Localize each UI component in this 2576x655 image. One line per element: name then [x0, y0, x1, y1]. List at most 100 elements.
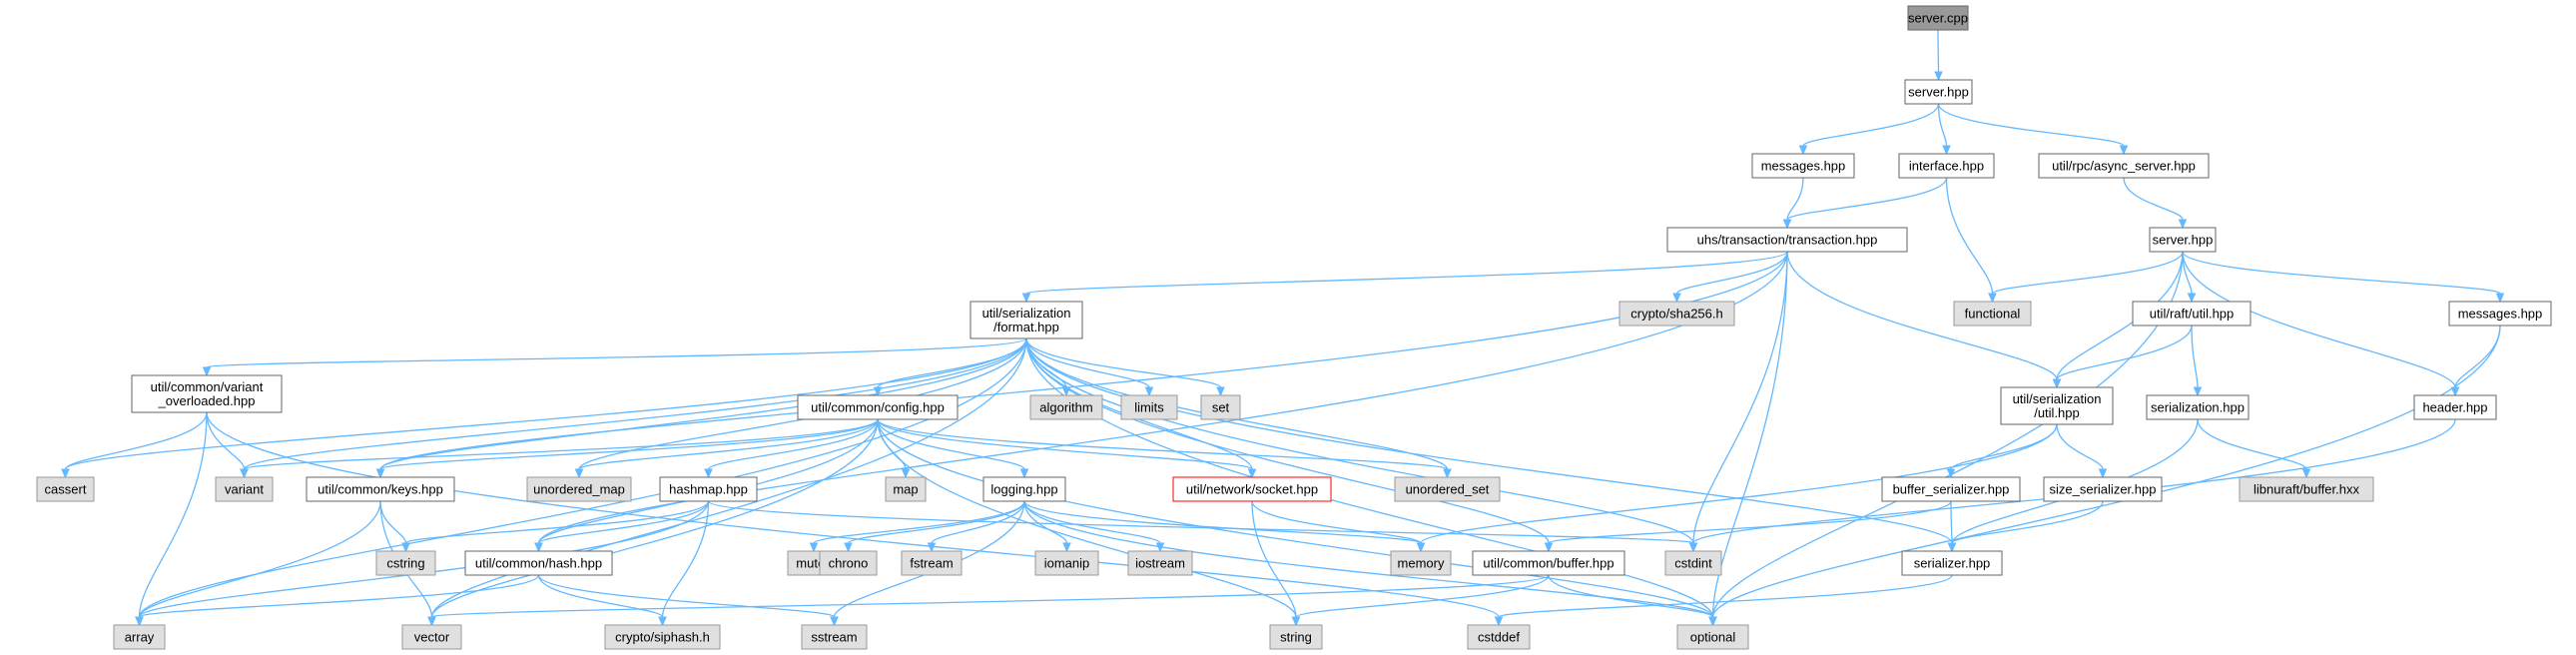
node-raft-messages[interactable]: messages.hpp: [2448, 301, 2552, 327]
arrowhead-server_hpp-to-async_server: [2119, 145, 2129, 156]
node-buffer-serializer[interactable]: buffer_serializer.hpp: [1881, 476, 2021, 502]
node-interface-hpp[interactable]: interface.hpp: [1898, 153, 1995, 179]
node-header[interactable]: header.hpp: [2413, 394, 2497, 420]
node-hash[interactable]: util/common/hash.hpp: [464, 550, 613, 576]
node-messages-hpp[interactable]: messages.hpp: [1751, 153, 1855, 179]
edge-transaction-to-ser_util: [1786, 251, 2058, 380]
node-raft-serialization[interactable]: serialization.hpp: [2146, 394, 2250, 420]
edge-raft_util-to-raft_serialization: [2191, 325, 2199, 388]
node-label: iostream: [1135, 556, 1185, 571]
node-label: _overloaded.hpp: [158, 393, 256, 408]
arrowhead-buffer-to-optional: [1708, 616, 1717, 627]
node-cstddef: cstddef: [1467, 624, 1531, 650]
edge-format-to-limits: [1025, 337, 1150, 388]
arrowhead-logging-to-iomanip: [1062, 542, 1071, 553]
edge-transaction-to-format: [1025, 251, 1788, 295]
edge-interface_hpp-to-functional: [1945, 177, 1994, 295]
node-ser-util[interactable]: util/serialization/util.hpp: [2000, 386, 2114, 425]
node-config[interactable]: util/common/config.hpp: [797, 394, 959, 420]
node-label: memory: [1398, 556, 1445, 571]
edge-format-to-variant_overloaded: [206, 337, 1027, 368]
node-label: crypto/sha256.h: [1630, 307, 1723, 322]
node-sstream: sstream: [801, 624, 868, 650]
node-label: util/network/socket.hpp: [1186, 482, 1318, 497]
node-box: [901, 550, 963, 576]
node-set: set: [1200, 394, 1241, 420]
edge-ser_util-to-size_serializer: [2056, 423, 2104, 470]
node-label: util/common/keys.hpp: [318, 482, 443, 497]
node-raft-server[interactable]: server.hpp: [2149, 227, 2217, 253]
node-box: [1029, 394, 1103, 420]
node-socket[interactable]: util/network/socket.hpp: [1172, 476, 1332, 502]
node-hashmap[interactable]: hashmap.hpp: [659, 476, 758, 502]
node-raft-util[interactable]: util/raft/util.hpp: [2132, 301, 2252, 327]
edge-variant_overloaded-to-cassert: [64, 411, 208, 470]
edge-buffer-to-string: [1295, 574, 1550, 618]
edge-hashmap-to-cstdint: [707, 500, 1694, 544]
node-label: /util.hpp: [2034, 405, 2080, 420]
node-box: [1751, 153, 1855, 179]
edge-logging-to-iostream: [1023, 500, 1161, 544]
node-label: unordered_map: [533, 482, 625, 497]
node-libnuraft-buffer: libnuraft/buffer.hxx: [2239, 476, 2374, 502]
node-label: util/serialization: [982, 306, 1071, 321]
edge-size_serializer-to-serializer: [1951, 500, 2104, 544]
node-label: fstream: [910, 556, 953, 571]
edge-raft_messages-to-header: [2454, 325, 2501, 388]
node-box: [1120, 394, 1178, 420]
edge-format-to-set: [1025, 337, 1222, 388]
node-label: libnuraft/buffer.hxx: [2254, 482, 2359, 497]
arrowhead-ser_util-to-buffer_serializer: [1946, 468, 1956, 479]
edge-hashmap-to-cstring: [404, 500, 710, 544]
arrowhead-raft_util-to-ser_util: [2052, 378, 2062, 389]
edge-server_hpp-to-async_server: [1937, 103, 2125, 147]
node-transaction[interactable]: uhs/transaction/transaction.hpp: [1666, 227, 1908, 253]
node-box: [2038, 153, 2210, 179]
edge-raft_server-to-ser_util: [2056, 251, 2184, 380]
node-box: [1127, 550, 1193, 576]
node-iomanip: iomanip: [1034, 550, 1099, 576]
node-serializer[interactable]: serializer.hpp: [1901, 550, 2003, 576]
node-keys[interactable]: util/common/keys.hpp: [306, 476, 455, 502]
arrowhead-raft_server-to-raft_util: [2187, 293, 2197, 304]
node-box: [1269, 624, 1323, 650]
node-box: [2448, 301, 2552, 327]
node-label: string: [1280, 630, 1312, 645]
node-box: [36, 476, 95, 502]
arrowhead-buffer-to-string: [1291, 616, 1301, 627]
node-box: [1390, 550, 1452, 576]
arrowhead-hash-to-siphash: [658, 616, 667, 627]
node-server-cpp[interactable]: server.cpp: [1907, 5, 1969, 31]
edge-config-to-string: [877, 418, 1297, 618]
arrowhead-buffer-to-vector: [427, 616, 436, 627]
edge-raft_messages-to-optional: [1711, 325, 2501, 618]
node-limits: limits: [1120, 394, 1178, 420]
node-server-hpp[interactable]: server.hpp: [1904, 79, 1973, 105]
node-vector: vector: [401, 624, 462, 650]
node-label: messages.hpp: [1761, 159, 1846, 174]
node-label: buffer_serializer.hpp: [1893, 482, 2010, 497]
node-variant-overloaded[interactable]: util/common/variant_overloaded.hpp: [131, 374, 283, 413]
edge-config-to-variant: [243, 418, 879, 470]
node-box: [1664, 550, 1722, 576]
node-size-serializer[interactable]: size_serializer.hpp: [2043, 476, 2163, 502]
edge-buffer-to-optional: [1548, 574, 1714, 618]
arrowhead-logging-to-mutex: [809, 542, 819, 553]
arrowhead-config-to-hashmap: [704, 468, 713, 479]
node-label: util/common/variant: [151, 379, 264, 394]
node-string: string: [1269, 624, 1323, 650]
edge-transaction-to-cstdint: [1692, 251, 1788, 544]
edge-socket-to-string: [1251, 500, 1297, 618]
node-label: /format.hpp: [993, 320, 1059, 334]
node-format[interactable]: util/serialization/format.hpp: [969, 301, 1083, 339]
node-box: [1881, 476, 2021, 502]
node-logging[interactable]: logging.hpp: [982, 476, 1066, 502]
node-cstdint: cstdint: [1664, 550, 1722, 576]
node-box: [2413, 394, 2497, 420]
node-label: messages.hpp: [2458, 307, 2543, 322]
edge-logging-to-memory: [1023, 500, 1422, 544]
node-cstring: cstring: [375, 550, 436, 576]
node-buffer[interactable]: util/common/buffer.hpp: [1472, 550, 1625, 576]
arrowhead-async_server-to-raft_server: [2178, 219, 2188, 230]
node-async-server[interactable]: util/rpc/async_server.hpp: [2038, 153, 2210, 179]
